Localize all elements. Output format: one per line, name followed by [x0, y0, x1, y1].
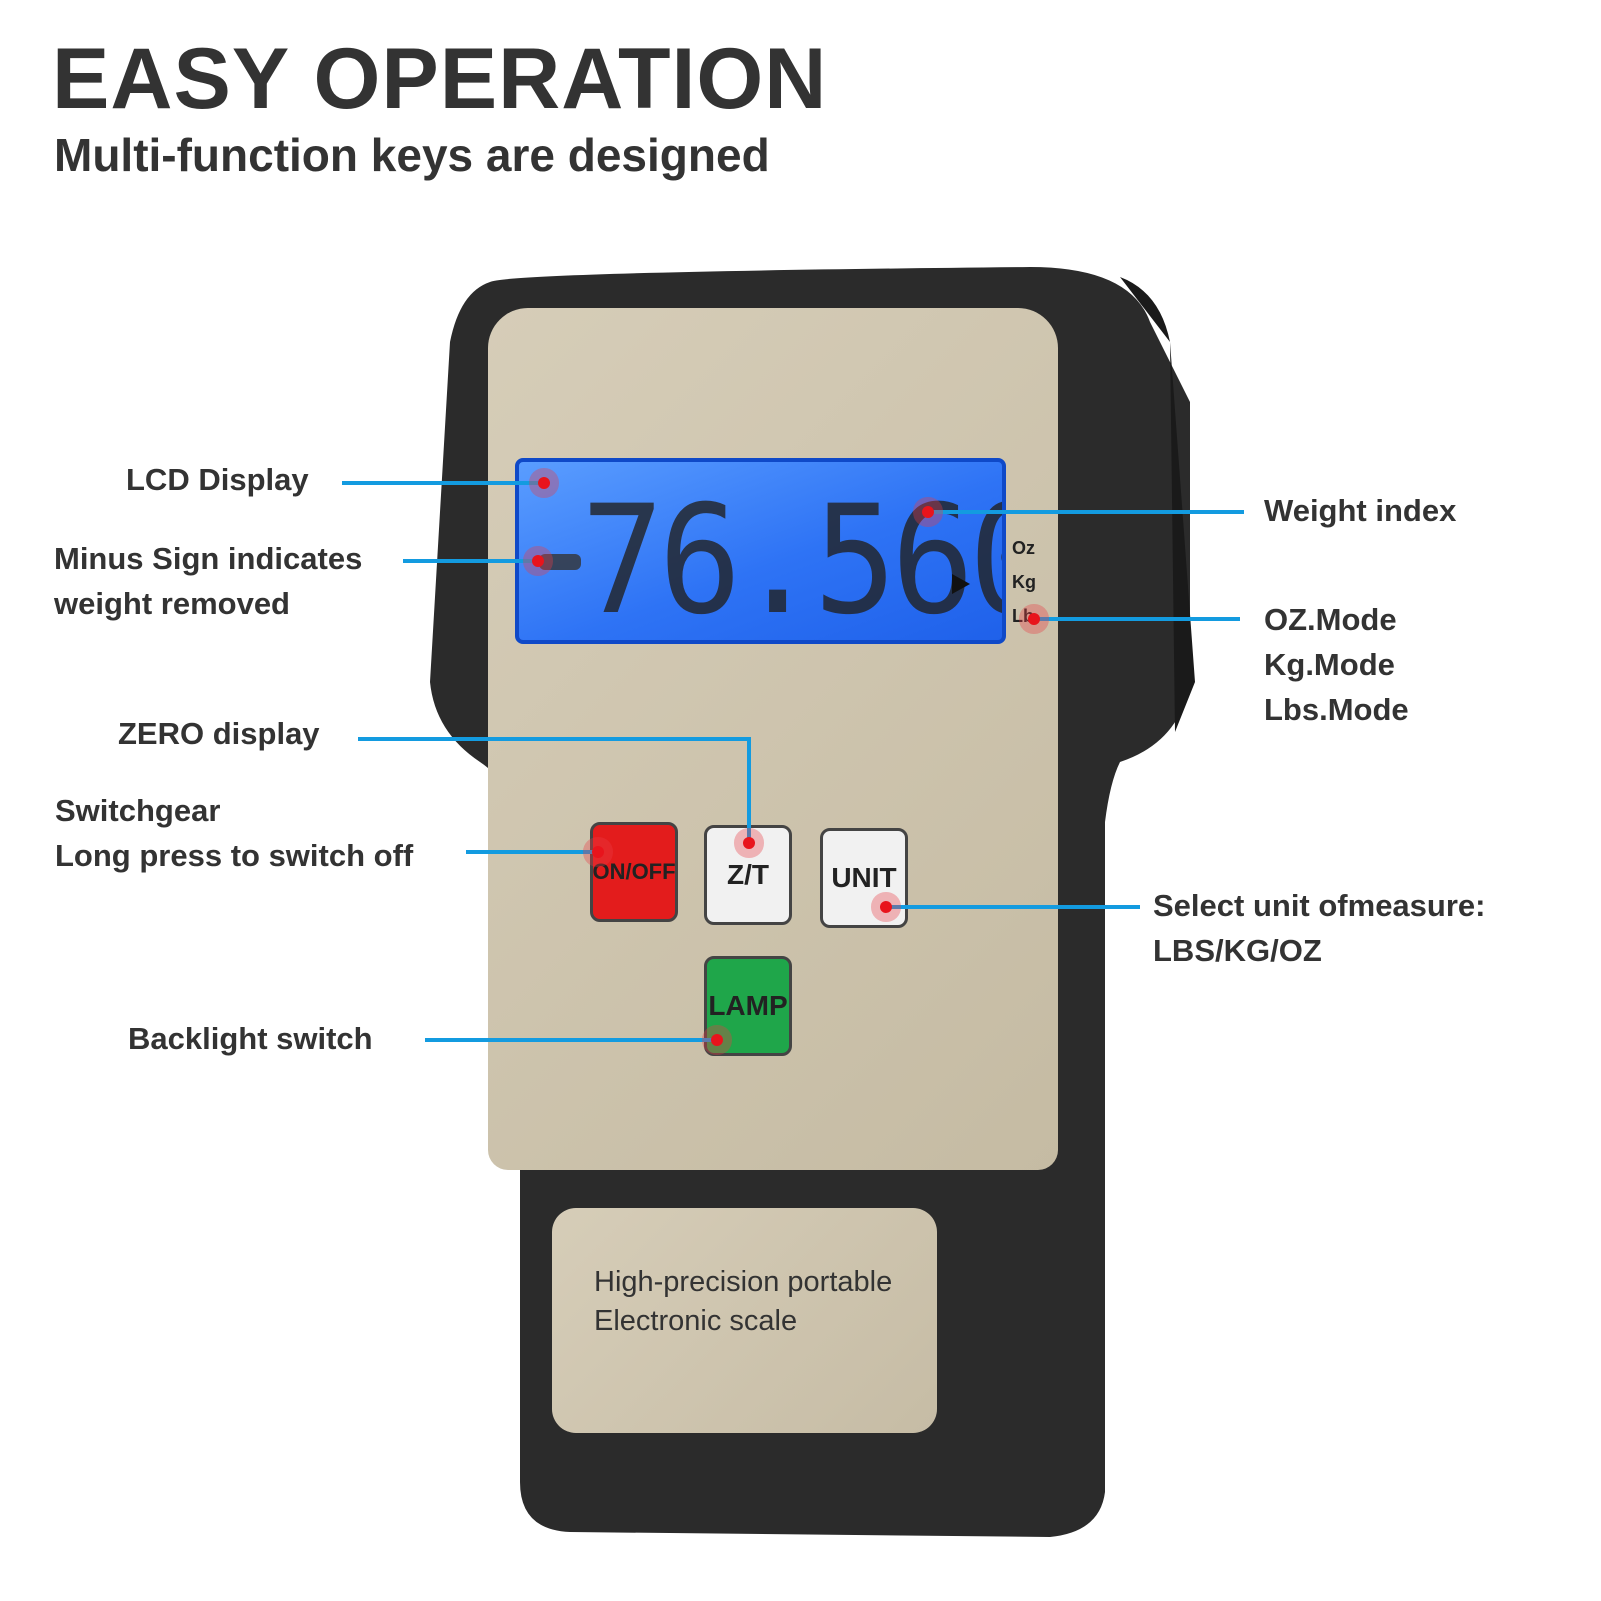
label-lcd-display: LCD Display: [126, 462, 309, 497]
callout-dot-weight-index: [922, 506, 934, 518]
label-switch-line-1: Switchgear: [55, 793, 221, 828]
plate-line-2: Electronic scale: [594, 1305, 798, 1337]
on-off-button[interactable]: ON/OFF: [590, 822, 678, 922]
label-minus-line-1: Minus Sign indicates: [54, 541, 363, 576]
label-mode-lbs: Lbs.Mode: [1264, 692, 1409, 727]
label-modes: OZ.Mode Kg.Mode Lbs.Mode: [1264, 597, 1409, 732]
callout-dot-switch: [592, 846, 604, 858]
page-title: EASY OPERATION: [52, 31, 828, 127]
callout-line-weight-index: [928, 510, 1244, 514]
minus-sign: [539, 554, 581, 570]
label-weight-index: Weight index: [1264, 493, 1457, 528]
callout-dot-backlight: [711, 1034, 723, 1046]
product-plate: High-precision portable Electronic scale: [552, 1208, 937, 1433]
label-backlight: Backlight switch: [128, 1021, 373, 1056]
label-unit-line-1: Select unit ofmeasure:: [1153, 888, 1486, 923]
unit-button[interactable]: UNIT: [820, 828, 908, 928]
plate-line-1: High-precision portable: [594, 1266, 893, 1298]
label-minus-sign: Minus Sign indicates weight removed: [54, 536, 362, 626]
callout-dot-modes: [1028, 613, 1040, 625]
unit-indicator-arrow-icon: [952, 574, 970, 594]
callout-dot-unit: [880, 901, 892, 913]
label-mode-oz: OZ.Mode: [1264, 602, 1397, 637]
label-minus-line-2: weight removed: [54, 586, 290, 621]
callout-line-backlight: [425, 1038, 717, 1042]
callout-dot-lcd: [538, 477, 550, 489]
callout-line-lcd: [342, 481, 542, 485]
lcd-display: 76.560: [515, 458, 1006, 644]
callout-line-minus: [403, 559, 536, 563]
callout-dot-minus: [532, 555, 544, 567]
unit-kg-label: Kg: [1012, 572, 1036, 592]
page-subtitle: Multi-function keys are designed: [54, 129, 770, 181]
callout-line-zero: [358, 737, 751, 741]
unit-oz-label: Oz: [1012, 538, 1036, 558]
label-unit-select: Select unit ofmeasure: LBS/KG/OZ: [1153, 883, 1485, 973]
callout-dot-zero: [743, 837, 755, 849]
callout-line-zero-vertical: [747, 737, 751, 842]
label-mode-kg: Kg.Mode: [1264, 647, 1395, 682]
label-zero-display: ZERO display: [118, 716, 320, 751]
label-switch-line-2: Long press to switch off: [55, 838, 414, 873]
callout-line-unit: [886, 905, 1140, 909]
callout-line-modes: [1034, 617, 1240, 621]
callout-line-switch: [466, 850, 596, 854]
lcd-digits: 76.560: [581, 474, 1006, 644]
zero-tare-button[interactable]: Z/T: [704, 825, 792, 925]
label-unit-line-2: LBS/KG/OZ: [1153, 933, 1322, 968]
label-switchgear: Switchgear Long press to switch off: [55, 788, 413, 878]
